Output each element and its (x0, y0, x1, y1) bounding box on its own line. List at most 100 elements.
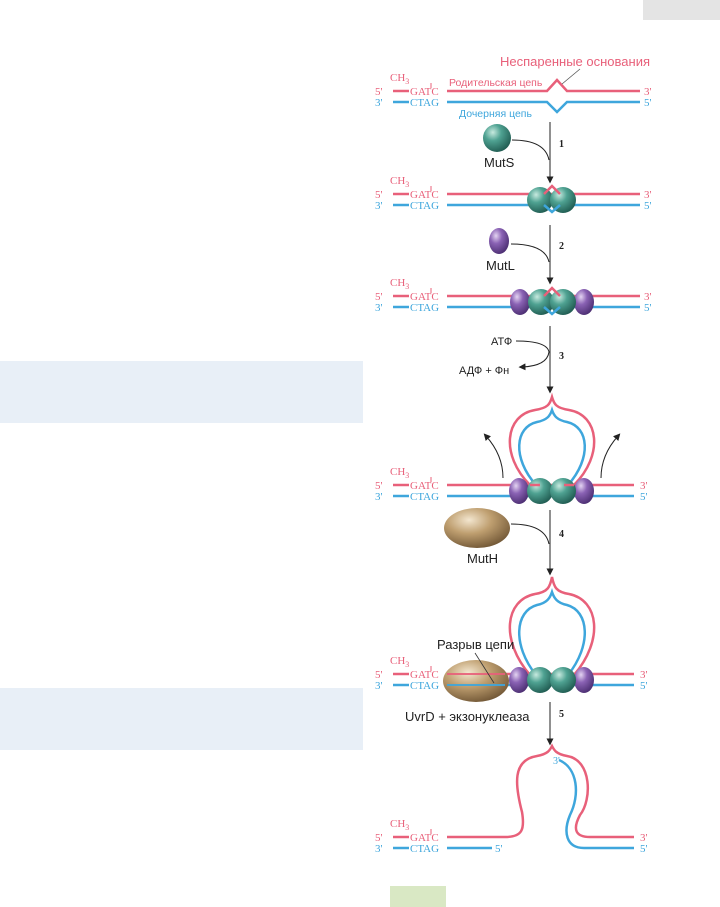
daughter-3-prime: 3' (375, 200, 383, 212)
ctag-label: CTAG (410, 200, 439, 212)
atp-label: АТФ (491, 336, 512, 348)
ctag-label: CTAG (410, 97, 439, 109)
adp-label: АДФ + Фн (459, 365, 509, 377)
muts-label: MutS (484, 155, 515, 170)
parent-3-prime: 3' (644, 189, 652, 201)
translocation-arrow-right (600, 433, 621, 479)
step-1-number: 1 (559, 139, 564, 150)
mismatch-bulge-parent (543, 184, 561, 195)
step-2-number: 2 (559, 241, 564, 252)
mismatch-bulge-daughter (543, 204, 561, 214)
daughter-3-prime: 3' (375, 302, 383, 314)
step-2-curve (510, 243, 550, 263)
gatc-label: GATC (410, 189, 439, 201)
daughter-strand (447, 100, 640, 114)
daughter-3-prime-end: 3' (553, 756, 560, 767)
methyl-label: CH3 (390, 175, 409, 189)
dna-loop-parent (508, 576, 596, 676)
step-3-curve (515, 340, 550, 371)
ctag-label: CTAG (410, 302, 439, 314)
methyl-label: CH3 (390, 466, 409, 480)
step-2: MutL 2 (486, 225, 564, 285)
dna-loop-daughter (518, 406, 586, 486)
gatc-label: GATC (410, 86, 439, 98)
parent-strand (447, 78, 640, 93)
ctag-label: CTAG (410, 843, 439, 855)
mutl-label: MutL (486, 258, 515, 273)
mutl-protein (509, 478, 529, 504)
unpaired-bases-label: Неспаренные основания (500, 54, 650, 69)
daughter-strand-label: Дочерняя цепь (459, 108, 532, 120)
translocation-arrow-left (483, 433, 504, 479)
mutl-protein (574, 667, 594, 693)
muts-protein (550, 478, 576, 504)
parent-strand-looped (447, 743, 634, 839)
parent-strand-label: Родительская цепь (449, 77, 543, 89)
ctag-label: CTAG (410, 491, 439, 503)
parent-5-prime: 5' (375, 669, 383, 681)
dna-loop-daughter (518, 588, 586, 676)
parent-5-prime: 5' (375, 189, 383, 201)
mutl-protein (574, 478, 594, 504)
highlight-band-bottom (0, 688, 363, 750)
nick-label: Разрыв цепи (437, 637, 514, 652)
panel-6: 3' CH3 5' GATC 3' 3' CTAG 5' 5' (375, 743, 648, 855)
panel-2: CH3 5' GATC 3' 3' CTAG 5' (375, 175, 652, 214)
methyl-label: CH3 (390, 655, 409, 669)
step-3-number: 3 (559, 351, 564, 362)
parent-3-prime: 3' (640, 669, 648, 681)
daughter-3-prime: 3' (375, 680, 383, 692)
nick-pointer (474, 652, 495, 684)
panel-3: CH3 5' GATC 3' 3' CTAG 5' (375, 277, 652, 316)
daughter-3-prime: 3' (375, 97, 383, 109)
page-corner-tab (643, 0, 720, 20)
methyl-label: CH3 (390, 277, 409, 291)
muts-protein (527, 478, 553, 504)
parent-5-prime: 5' (375, 480, 383, 492)
ctag-label: CTAG (410, 680, 439, 692)
muts-protein-free (483, 124, 511, 152)
daughter-cut-5-prime: 5' (495, 843, 503, 855)
parent-5-prime: 5' (375, 291, 383, 303)
gatc-label: GATC (410, 669, 439, 681)
step-1-curve (511, 139, 550, 161)
step-5: UvrD + экзонуклеаза 5 (405, 702, 564, 746)
mutl-protein (574, 289, 594, 315)
daughter-3-prime: 3' (375, 491, 383, 503)
daughter-5-prime: 5' (644, 200, 652, 212)
daughter-5-prime: 5' (640, 491, 648, 503)
muth-protein (443, 660, 509, 702)
daughter-5-prime: 5' (640, 843, 648, 855)
gatc-label: GATC (410, 480, 439, 492)
mismatch-bulge-daughter (543, 306, 561, 316)
parent-3-prime: 3' (644, 86, 652, 98)
mismatch-bulge-parent (543, 286, 561, 297)
parent-3-prime: 3' (640, 480, 648, 492)
gatc-label: GATC (410, 291, 439, 303)
highlight-band-top (0, 361, 363, 423)
step-4: MutH 4 (444, 508, 564, 576)
muts-protein (527, 667, 553, 693)
page-number-marker (390, 886, 446, 907)
daughter-5-prime: 5' (644, 302, 652, 314)
methyl-label: CH3 (390, 818, 409, 832)
mutl-protein-free (489, 228, 509, 254)
panel-1: CH3 5' GATC 3' 3' CTAG 5' Неспаренные ос… (375, 54, 652, 120)
daughter-5-prime: 5' (640, 680, 648, 692)
parent-3-prime: 3' (644, 291, 652, 303)
step-4-curve (510, 523, 550, 545)
parent-3-prime: 3' (640, 832, 648, 844)
step-1: MutS 1 (483, 122, 564, 184)
step-5-number: 5 (559, 709, 564, 720)
mutl-protein (510, 289, 530, 315)
gatc-label: GATC (410, 832, 439, 844)
panel-5: CH3 5' GATC 3' 3' CTAG 5' Разрыв цепи (375, 576, 648, 702)
parent-5-prime: 5' (375, 86, 383, 98)
daughter-3-prime: 3' (375, 843, 383, 855)
unpaired-pointer (561, 68, 581, 85)
panel-4: CH3 5' GATC 3' 3' CTAG 5' (375, 392, 648, 504)
muth-protein-free (444, 508, 510, 548)
muts-protein (550, 667, 576, 693)
daughter-strand-remaining (558, 758, 634, 850)
